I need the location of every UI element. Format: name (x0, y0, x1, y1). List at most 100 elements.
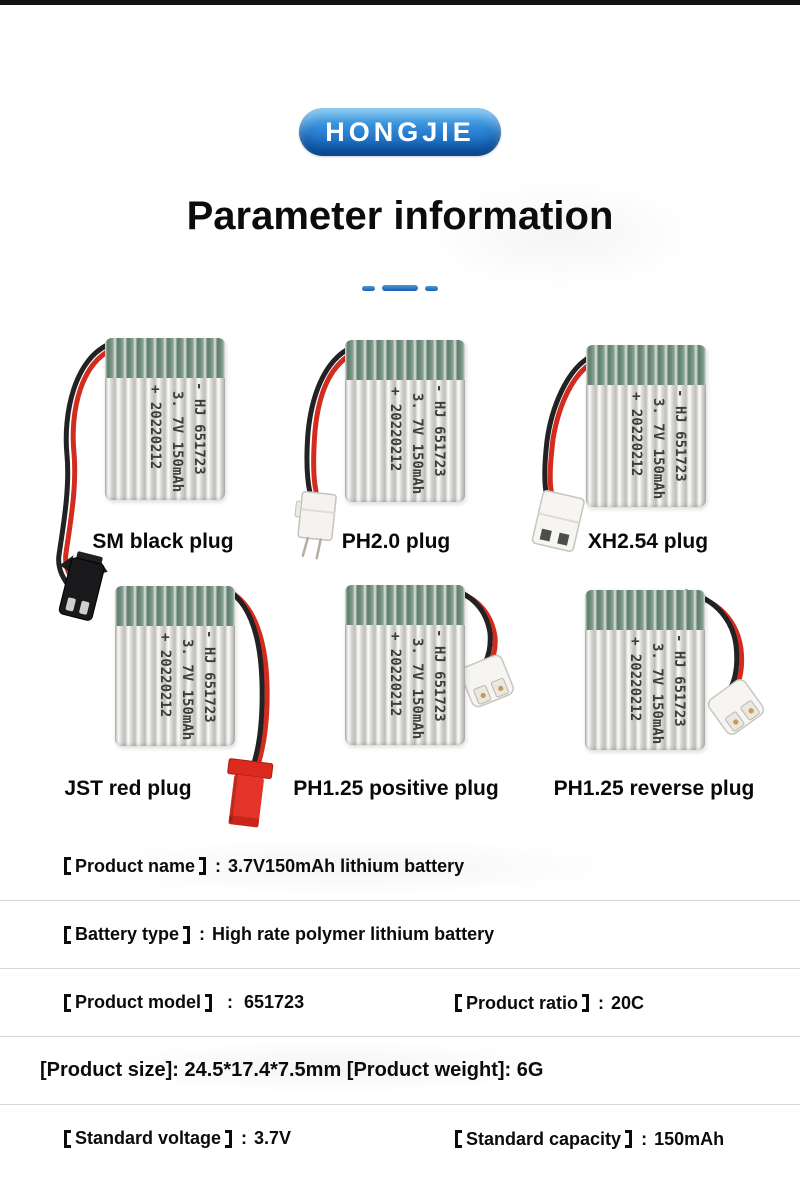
battery-print-line: + 20220212 (627, 637, 643, 722)
black-wire-icon (56, 340, 115, 592)
spec-colon: : (215, 855, 222, 876)
battery-body: - HJ 651723 3. 7V 150mAh + 20220212 (345, 340, 465, 502)
battery-body: - HJ 651723 3. 7V 150mAh + 20220212 (115, 586, 235, 746)
plug-label: JST red plug (64, 777, 192, 800)
left-lenticular-bracket (64, 1129, 71, 1148)
battery-figure-ph125-positive: - HJ 651723 3. 7V 150mAh + 20220212 PH1.… (290, 583, 530, 913)
battery-green-top (105, 338, 225, 378)
battery-print-text: - HJ 651723 3. 7V 150mAh + 20220212 (384, 629, 450, 739)
spec-value: 651723 (244, 992, 305, 1012)
spec-size-weight-text: [Product size]: 24.5*17.4*7.5mm [Product… (40, 1059, 544, 1081)
black-wire-icon (304, 344, 355, 496)
spec-colon: : (227, 992, 234, 1012)
spec-colon: : (199, 924, 206, 944)
black-wire-icon (443, 585, 493, 666)
spec-label: Standard voltage (75, 1128, 222, 1148)
spec-value: High rate polymer lithium battery (212, 924, 495, 944)
spec-label: Battery type (75, 924, 180, 944)
battery-print-line: + 20220212 (147, 385, 163, 470)
plug-label: PH2.0 plug (341, 530, 451, 553)
ph125-positive-plug-icon (460, 654, 514, 708)
battery-print-line: 3. 7V 150mAh (649, 643, 665, 745)
spec-label: Product ratio (466, 992, 579, 1013)
wires-and-plug-graphic (56, 340, 121, 621)
left-lenticular-bracket (455, 994, 462, 1012)
wires-and-plug-graphic (223, 586, 274, 828)
battery-print-text: - HJ 651723 3. 7V 150mAh + 20220212 (154, 630, 220, 740)
black-wire-icon (223, 586, 265, 766)
wires-and-plug-graphic (443, 585, 514, 708)
title-accent-dashes (0, 285, 800, 291)
accent-dash-icon (382, 285, 418, 291)
battery-green-top (586, 345, 706, 385)
wires-and-plug-graphic (531, 352, 603, 553)
spec-cell-product-ratio: Product ratio:20C (455, 969, 644, 1037)
wires-and-plug-graphic (294, 344, 361, 560)
battery-print-line: 3. 7V 150mAh (650, 398, 666, 500)
ph20-plug-icon (294, 490, 337, 560)
ph125-reverse-plug-icon (707, 679, 765, 735)
spec-value: 20C (611, 992, 645, 1013)
watermark-smudge (70, 838, 630, 896)
accent-dash-icon (362, 285, 375, 291)
spec-row-voltage-capacity: Standard voltage:3.7V Standard capacity:… (0, 1104, 800, 1172)
xh254-plug-icon (531, 490, 585, 553)
spec-value: 150mAh (654, 1128, 725, 1149)
spec-value: 3.7V (254, 1128, 292, 1148)
battery-figure-sm-black: - HJ 651723 3. 7V 150mAh + 20220212 SM b… (30, 335, 270, 665)
left-lenticular-bracket (64, 993, 71, 1012)
watermark-smudge (90, 1040, 570, 1094)
battery-figure-xh254: - HJ 651723 3. 7V 150mAh + 20220212 XH2.… (520, 335, 760, 665)
spec-row-battery-type: Battery type: High rate polymer lithium b… (0, 900, 800, 968)
sm-black-plug-icon (58, 551, 108, 621)
spec-row-product-name: Product name:3.7V150mAh lithium battery (0, 832, 800, 900)
battery-print-line: - HJ 651723 (431, 629, 447, 722)
spec-colon: : (641, 1128, 648, 1149)
battery-body: - HJ 651723 3. 7V 150mAh + 20220212 (585, 590, 705, 750)
spec-table: Product name:3.7V150mAh lithium battery … (0, 832, 800, 1172)
spec-cell-standard-capacity: Standard capacity:150mAh (455, 1105, 724, 1173)
spec-colon: : (241, 1128, 248, 1148)
right-lenticular-bracket (225, 1129, 233, 1148)
battery-body: - HJ 651723 3. 7V 150mAh + 20220212 (105, 338, 225, 500)
battery-print-text: - HJ 651723 3. 7V 150mAh + 20220212 (624, 634, 690, 744)
battery-print-line: - HJ 651723 (201, 630, 217, 723)
jst-red-plug-icon (227, 758, 274, 828)
spec-value: 3.7V150mAh lithium battery (228, 855, 465, 876)
brand-logo: HONGJIE (299, 108, 501, 156)
battery-green-top (115, 586, 235, 626)
battery-print-line: - HJ 651723 (671, 634, 687, 727)
watermark-smudge (420, 180, 700, 290)
plug-label: PH1.25 reverse plug (553, 777, 755, 800)
battery-print-line: - HJ 651723 (672, 389, 688, 482)
spec-row-model-ratio: Product model:651723 Product ratio:20C (0, 968, 800, 1036)
battery-body: - HJ 651723 3. 7V 150mAh + 20220212 (345, 585, 465, 745)
plug-label: XH2.54 plug (587, 530, 709, 553)
right-lenticular-bracket (625, 1130, 633, 1148)
right-lenticular-bracket (199, 857, 207, 875)
battery-print-line: - HJ 651723 (191, 382, 207, 475)
black-wire-icon (542, 352, 597, 500)
battery-print-line: 3. 7V 150mAh (409, 393, 425, 495)
battery-body: - HJ 651723 3. 7V 150mAh + 20220212 (586, 345, 706, 507)
accent-dash-icon (425, 285, 438, 291)
spec-label: Product model (75, 992, 202, 1012)
battery-print-text: - HJ 651723 3. 7V 150mAh + 20220212 (625, 389, 691, 499)
battery-print-line: 3. 7V 150mAh (169, 391, 185, 493)
battery-figure-ph125-reverse: - HJ 651723 3. 7V 150mAh + 20220212 PH1.… (530, 583, 770, 913)
black-wire-icon (683, 589, 740, 690)
page-title: Parameter information (186, 194, 614, 238)
battery-green-top (345, 585, 465, 625)
spec-label: Product name (75, 855, 196, 876)
brand-logo-text: HONGJIE (325, 116, 475, 147)
battery-green-top (345, 340, 465, 380)
battery-print-line: 3. 7V 150mAh (409, 638, 425, 740)
right-lenticular-bracket (582, 994, 590, 1012)
plug-label: SM black plug (92, 530, 234, 553)
battery-print-text: - HJ 651723 3. 7V 150mAh + 20220212 (144, 382, 210, 492)
battery-print-line: + 20220212 (157, 633, 173, 718)
top-black-bar (0, 0, 800, 5)
right-lenticular-bracket (205, 993, 213, 1012)
battery-print-line: 3. 7V 150mAh (179, 639, 195, 741)
battery-print-line: + 20220212 (628, 392, 644, 477)
